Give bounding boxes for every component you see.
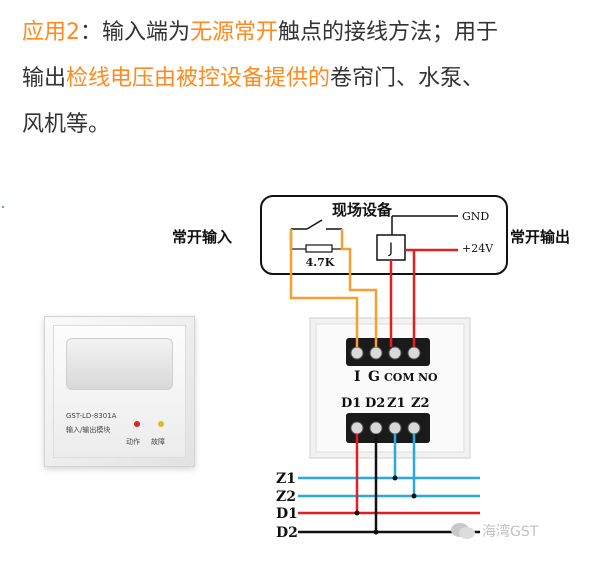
resistor-label: 4.7K xyxy=(306,256,335,269)
junction-d2 xyxy=(373,529,379,535)
fault-led xyxy=(158,421,164,427)
top-screws xyxy=(350,346,421,360)
no-input-label: 常开输入 xyxy=(172,228,232,246)
intro-text-3: 输出 xyxy=(22,66,67,91)
v24-label: +24V xyxy=(462,242,494,255)
orange-wire-i xyxy=(289,229,359,347)
intro-text-4: 卷帘门、水泵、 xyxy=(330,66,485,91)
module-cover xyxy=(66,338,173,390)
intro-highlight-passive: 无源常开 xyxy=(190,20,279,45)
intro-text: 应用2：输入端为无源常开触点的接线方法；用于输出检线电压由被控设备提供的卷帘门、… xyxy=(22,10,592,148)
junction-d1 xyxy=(354,510,360,516)
junction-z1 xyxy=(392,475,398,481)
terminal-label-g: G xyxy=(368,369,380,385)
bus-label-d2: D2 xyxy=(276,525,298,541)
module-name-label: 输入/输出模块 xyxy=(66,426,111,434)
terminal-label-com: COM xyxy=(384,371,415,384)
bottom-terminal-block xyxy=(346,413,430,443)
resistor xyxy=(305,244,333,253)
watermark: 海湾GST xyxy=(450,521,538,541)
red-wire-no xyxy=(405,248,458,347)
terminal-label-i: I xyxy=(354,369,361,385)
orange-input-wires xyxy=(289,229,378,347)
bus-lines xyxy=(298,476,480,534)
module-photo: GST-LD-8301A 输入/输出模块 动作 故障 xyxy=(44,316,195,467)
relay-label: J xyxy=(388,241,393,257)
orange-wire-g xyxy=(340,229,378,347)
relay-box xyxy=(376,234,406,261)
terminal-label-d1: D1 xyxy=(341,396,361,411)
intro-highlight-app: 应用2 xyxy=(22,20,80,45)
bus-label-d1: D1 xyxy=(276,506,298,522)
terminal-label-z1: Z1 xyxy=(387,396,406,411)
switch-contact xyxy=(306,219,323,230)
no-output-label: 常开输出 xyxy=(510,228,570,246)
intro-text-5: 风机等。 xyxy=(22,112,111,137)
top-terminal-block xyxy=(346,338,430,366)
fault-led-label: 故障 xyxy=(151,438,165,446)
field-device-title: 现场设备 xyxy=(332,201,393,219)
junction-z2 xyxy=(411,493,417,499)
bus-label-z1: Z1 xyxy=(276,471,296,487)
module-faceplate: GST-LD-8301A 输入/输出模块 动作 故障 xyxy=(53,325,186,458)
intro-highlight-voltage: 检线电压由被控设备提供的 xyxy=(66,66,331,91)
terminal-label-d2: D2 xyxy=(365,396,385,411)
wechat-icon xyxy=(451,523,475,539)
red-output-wires xyxy=(389,248,458,347)
terminal-label-no: NO xyxy=(418,371,438,384)
edge-marker xyxy=(2,206,4,208)
gnd-label: GND xyxy=(462,210,489,223)
module-model-label: GST-LD-8301A xyxy=(66,412,117,420)
watermark-text: 海湾GST xyxy=(482,524,539,540)
action-led-label: 动作 xyxy=(126,438,140,446)
terminal-label-z2: Z2 xyxy=(411,396,430,411)
action-led xyxy=(134,421,140,427)
intro-text-1: ：输入端为 xyxy=(80,20,191,45)
bus-label-z2: Z2 xyxy=(276,489,296,505)
intro-text-2: 触点的接线方法；用于 xyxy=(278,20,499,45)
